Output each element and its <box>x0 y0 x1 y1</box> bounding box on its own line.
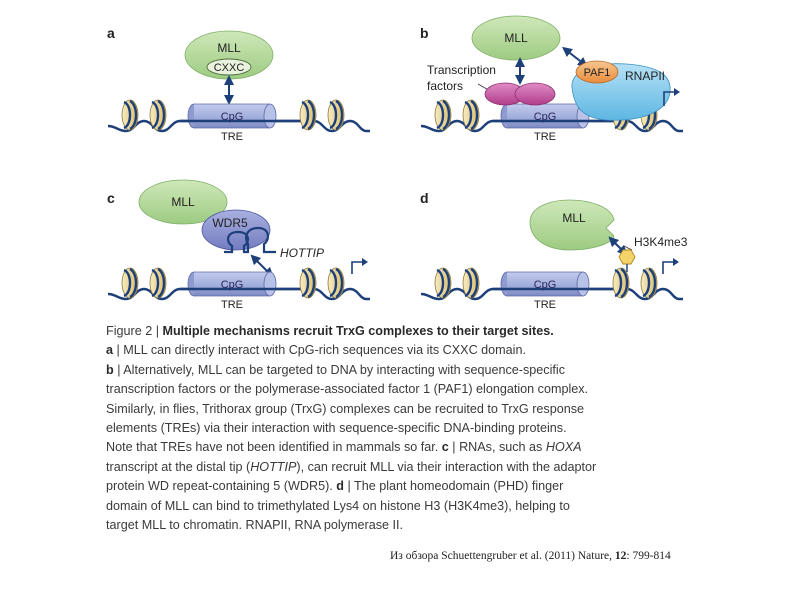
caption-run: transcription factors or the polymerase-… <box>106 382 589 397</box>
hottip-rna <box>224 226 276 254</box>
panel-letter: b <box>420 25 429 41</box>
wdr5-label: WDR5 <box>212 216 248 230</box>
panel-letter: d <box>420 190 429 206</box>
credit-pages: : 799-814 <box>626 550 671 562</box>
h3k4me3-pointer <box>623 245 633 251</box>
cpg-label: CpG <box>534 279 557 291</box>
panel-letter: c <box>107 190 115 206</box>
cpg-label: CpG <box>534 111 557 123</box>
caption-run: Multiple mechanisms recruit TrxG complex… <box>162 324 554 338</box>
chromatin-strip: CpG TRE <box>108 100 370 143</box>
mll-label: MLL <box>171 195 195 209</box>
caption-run: Note that TREs have not been identified … <box>106 440 442 455</box>
mll-label: MLL <box>217 41 241 55</box>
transcription-factor <box>514 82 556 106</box>
tss-arrow-head <box>673 258 679 266</box>
tf-label-line2: factors <box>427 79 463 93</box>
tss-arrow <box>663 91 674 106</box>
hottip-label: HOTTIP <box>280 246 324 260</box>
wdr5-protein <box>201 209 271 251</box>
caption-line: Note that TREs have not been identified … <box>106 438 706 457</box>
tf-label-line1: Transcription <box>427 63 496 77</box>
mll-complex <box>138 179 228 225</box>
caption-run: ), can recruit MLL via their interaction… <box>296 459 597 474</box>
cpg-label: CpG <box>221 279 244 291</box>
tre-label: TRE <box>534 131 556 143</box>
tre-label: TRE <box>221 131 243 143</box>
cxxc-label: CXXC <box>214 62 245 74</box>
panel-b: b MLL Transcription factors CpG TRE RNAP… <box>420 15 683 143</box>
panel-c: c MLL WDR5 HOTTIP CpG TRE <box>107 179 370 311</box>
figure-panels: a MLL CXXC CpG TRE b MLL Transcription f… <box>0 15 688 311</box>
caption-line: b | Alternatively, MLL can be targeted t… <box>106 361 706 380</box>
mll-phd-finger <box>529 199 615 251</box>
caption-run: b <box>106 362 114 377</box>
tss-arrow-head <box>674 88 680 96</box>
caption-run: target MLL to chromatin. RNAPII, RNA pol… <box>106 518 403 533</box>
mll-label: MLL <box>504 31 528 45</box>
caption-run: HOXA <box>545 440 582 455</box>
caption-run: | MLL can directly interact with CpG-ric… <box>113 343 526 358</box>
tre-label: TRE <box>534 299 556 311</box>
chromatin-strip: CpG TRE <box>421 268 683 311</box>
paf1-label: PAF1 <box>584 67 611 79</box>
paf1-complex <box>575 60 619 84</box>
tre-label: TRE <box>221 299 243 311</box>
tss-arrow <box>351 261 362 274</box>
caption-run: Figure 2 | <box>106 324 163 338</box>
h3k4me3-mark <box>618 249 636 265</box>
caption-run: transcript at the distal tip ( <box>106 459 251 474</box>
cpg-label: CpG <box>221 111 244 123</box>
caption-line: elements (TREs) via their interaction wi… <box>106 419 706 438</box>
chromatin-strip: CpG TRE <box>108 268 370 311</box>
caption-run: Similarly, in flies, Trithorax group (Tr… <box>106 401 585 416</box>
mll-label: MLL <box>562 211 586 225</box>
caption-line: Figure 2 | Multiple mechanisms recruit T… <box>106 322 706 341</box>
rnapii-label: RNAPII <box>625 69 665 83</box>
figure-caption: Figure 2 | Multiple mechanisms recruit T… <box>106 322 706 535</box>
panel-a: a MLL CXXC CpG TRE <box>107 25 370 143</box>
caption-line: a | MLL can directly interact with CpG-r… <box>106 341 706 360</box>
source-credit: Из обзора Schuettengruber et al. (2011) … <box>390 550 671 562</box>
caption-line: target MLL to chromatin. RNAPII, RNA pol… <box>106 516 706 535</box>
caption-run: elements (TREs) via their interaction wi… <box>106 421 567 436</box>
chromatin-strip: CpG TRE <box>421 100 683 143</box>
caption-run: domain of MLL can bind to trimethylated … <box>106 498 570 513</box>
binding-arrow <box>608 236 628 256</box>
panel-letter: a <box>107 25 115 41</box>
caption-run: HOTTIP <box>250 459 297 474</box>
binding-arrow <box>562 46 588 68</box>
caption-run: | RNAs, such as <box>448 440 546 455</box>
caption-line: Similarly, in flies, Trithorax group (Tr… <box>106 400 706 419</box>
tss-arrow <box>662 261 673 274</box>
caption-run: | Alternatively, MLL can be targeted to … <box>113 362 565 377</box>
caption-line: protein WD repeat-containing 5 (WDR5). d… <box>106 477 706 496</box>
caption-line: transcript at the distal tip (HOTTIP), c… <box>106 458 706 477</box>
h3k4me3-label: H3K4me3 <box>634 235 688 249</box>
caption-run: d <box>336 479 344 494</box>
caption-run: a <box>106 343 114 358</box>
tss-arrow-head <box>362 258 368 266</box>
caption-run: protein WD repeat-containing 5 (WDR5). <box>106 479 337 494</box>
caption-run: c <box>441 440 449 455</box>
caption-run: | The plant homeodomain (PHD) finger <box>343 479 564 494</box>
caption-line: transcription factors or the polymerase-… <box>106 380 706 399</box>
credit-prefix: Из обзора Schuettengruber et al. (2011) … <box>390 550 615 562</box>
binding-arrow <box>250 254 274 278</box>
panel-d: d MLL H3K4me3 CpG TRE <box>420 190 688 311</box>
credit-volume: 12 <box>614 550 627 562</box>
caption-line: domain of MLL can bind to trimethylated … <box>106 497 706 516</box>
